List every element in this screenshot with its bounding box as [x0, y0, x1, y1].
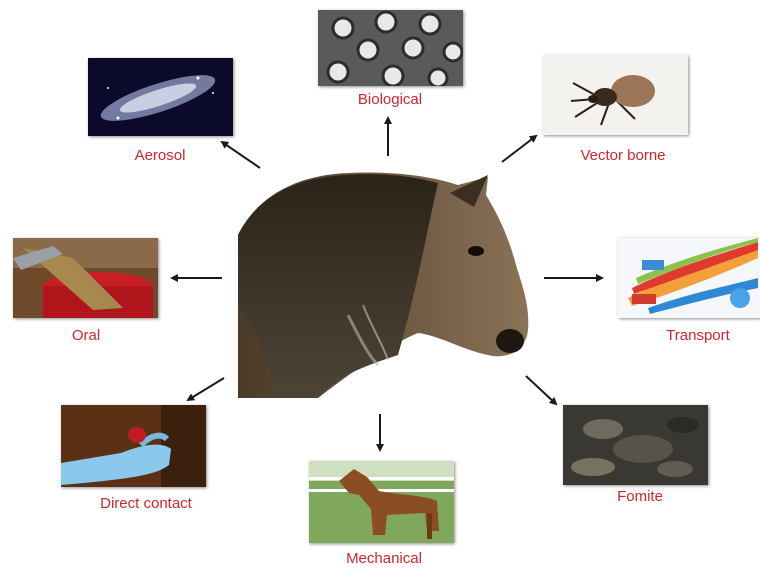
label-biological: Biological — [340, 91, 440, 109]
arrow-to-vector-borne — [502, 136, 536, 162]
label-aerosol: Aerosol — [110, 147, 210, 165]
label-vector-borne: Vector borne — [563, 147, 683, 165]
gloved-hand-icon — [61, 405, 206, 487]
horse-head-icon — [238, 165, 538, 398]
label-oral: Oral — [46, 327, 126, 345]
label-transport: Transport — [643, 327, 753, 345]
transport-trucks-icon — [618, 238, 760, 318]
contaminated-ground-icon — [563, 405, 708, 485]
aerosol-spray-icon — [88, 58, 233, 136]
arrow-to-direct-contact — [188, 378, 224, 400]
feed-bucket-icon — [13, 238, 158, 318]
tick-icon — [543, 55, 688, 135]
microorganism-cells-icon — [318, 10, 463, 86]
label-mechanical: Mechanical — [326, 550, 442, 568]
label-direct-contact: Direct contact — [76, 495, 216, 513]
horse-in-field-icon — [309, 461, 454, 543]
label-fomite: Fomite — [595, 488, 685, 506]
